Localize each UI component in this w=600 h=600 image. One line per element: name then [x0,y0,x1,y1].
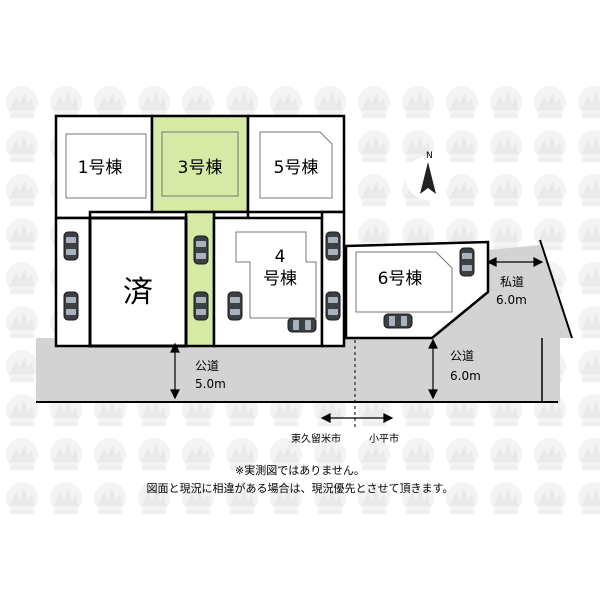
public-road-left-name: 公道 [195,359,219,373]
lot-sold [88,216,188,348]
car-icon [193,235,209,265]
city-right-label: 小平市 [369,432,399,445]
public-road [36,338,560,402]
private-road [432,245,572,338]
public-road-right-name: 公道 [450,349,474,363]
car-icon [63,231,79,261]
disclaimer-line-2: 図面と現況に相違がある場合は、現況優先とさせて頂きます。 [146,482,454,495]
lot-4-number: 4 [275,247,286,267]
car-icon [325,291,341,321]
svg-text:N: N [426,151,433,161]
car-icon [193,291,209,321]
car-icon [63,291,79,321]
lot-4-label: 号棟 [263,269,297,289]
disclaimer-line-1: ※実測図ではありません。 [235,464,365,477]
city-left-label: 東久留米市 [291,432,341,445]
private-road-width: 6.0m [496,293,527,307]
car-icon [459,247,475,277]
car-icon [383,313,413,329]
private-road-name: 私道 [500,275,524,289]
lot-3-label: 3号棟 [178,158,223,178]
lot-3-driveway [184,210,216,348]
lot-1-label: 1号棟 [78,158,123,178]
lot-5-label: 5号棟 [274,158,319,178]
car-icon [325,231,341,261]
lot-6-label: 6号棟 [378,269,423,289]
sold-label: 済 [123,275,153,310]
public-road-left-width: 5.0m [195,377,226,391]
car-icon [287,317,317,333]
north-arrow-icon: N [406,151,450,200]
lot-6 [344,240,490,340]
public-road-right-width: 6.0m [450,369,481,383]
car-icon [227,291,243,321]
